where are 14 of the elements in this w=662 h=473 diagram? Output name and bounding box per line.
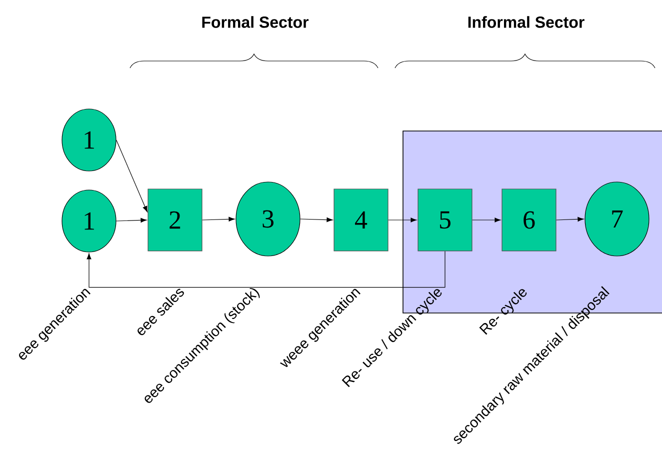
- arrow: [300, 218, 333, 222]
- arrow: [116, 218, 147, 222]
- sector-title: Formal Sector: [202, 16, 309, 28]
- arrow: [556, 216, 584, 222]
- arrow: [116, 140, 148, 212]
- sector-title: Informal Sector: [468, 16, 584, 28]
- arrow: [86, 250, 446, 288]
- arrow: [388, 218, 417, 222]
- stage-box: 5: [418, 188, 472, 252]
- arrow: [202, 216, 235, 222]
- arrow: [472, 218, 501, 222]
- stage-box: 4: [334, 188, 388, 252]
- stage-box: 2: [148, 188, 202, 252]
- stage-box: 6: [502, 188, 556, 252]
